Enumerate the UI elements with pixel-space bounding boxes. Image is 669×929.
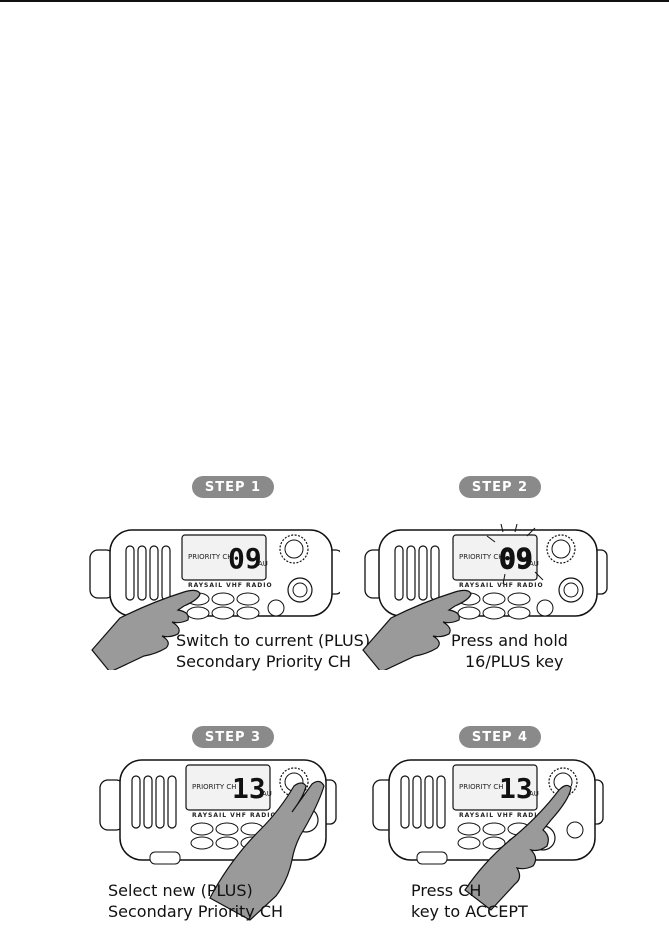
hand-pointer (362, 589, 472, 670)
step-badge: STEP 4 (459, 726, 541, 748)
lcd-suffix: AU (529, 560, 539, 568)
brand-label: RAYSAIL VHF RADIO (459, 582, 544, 589)
caption-line-2: key to ACCEPT (411, 902, 528, 921)
scan-key[interactable] (482, 836, 506, 850)
tri-watch-key[interactable] (482, 592, 506, 606)
lcd-label: PRIORITY CH (459, 553, 504, 561)
step-1-panel: STEP 1 PRIORITY CH 09 AU RAYSAIL VHF RAD… (80, 470, 370, 671)
caption-line-2: 16/PLUS key (465, 652, 564, 671)
caption-line-2: Secondary Priority CH (108, 902, 284, 921)
step-2-panel: STEP 2 PRIORITY CH 09 AU RAYSAIL VHF RAD… (355, 470, 615, 672)
call-key[interactable] (236, 606, 260, 620)
step-caption: Press CH key to ACCEPT (411, 880, 528, 922)
lcd-label: PRIORITY CH (188, 553, 233, 561)
brand-label: RAYSAIL VHF RADIO (192, 812, 277, 819)
header-rule (0, 0, 669, 2)
brand-label: RAYSAIL VHF RADIO (459, 812, 544, 819)
call-key[interactable] (507, 606, 531, 620)
clear-key[interactable] (190, 836, 214, 850)
dw-key[interactable] (507, 592, 531, 606)
hand-pointer (91, 589, 201, 670)
lcd-channel: 13 (232, 772, 266, 805)
tri-watch-key[interactable] (482, 822, 506, 836)
lcd-display (181, 534, 267, 581)
caption-line-2: Secondary Priority CH (176, 652, 352, 671)
lcd-suffix: AU (529, 790, 539, 798)
lcd-channel: 09 (499, 542, 533, 575)
lcd-channel: 13 (499, 772, 533, 805)
step-caption: Press and hold 16/PLUS key (451, 630, 568, 672)
plus-key[interactable] (190, 822, 214, 836)
flash-rays (486, 523, 544, 585)
lcd-suffix: AU (258, 560, 268, 568)
radio-illustration: PRIORITY CH 13 AU RAYSAIL VHF RADIO (372, 759, 604, 911)
radio-illustration: PRIORITY CH 13 AU RAYSAIL VHF RADIO (99, 759, 337, 921)
dw-key[interactable] (236, 592, 260, 606)
keypad (457, 592, 531, 620)
step-badge: STEP 3 (192, 726, 274, 748)
scan-key[interactable] (211, 606, 235, 620)
scan-key[interactable] (482, 606, 506, 620)
distress-key[interactable] (149, 851, 181, 865)
step-3-panel: STEP 3 PRIORITY CH 13 AU RAYSAIL VHF RAD… (80, 720, 340, 922)
lcd-display (185, 764, 271, 811)
plus-key[interactable] (457, 822, 481, 836)
hand-pointer (209, 780, 325, 921)
radio-illustration: PRIORITY CH 09 AU RAYSAIL VHF RADIO (89, 529, 340, 670)
speaker-grille (400, 775, 446, 829)
caption-line-1: Press and hold (451, 631, 568, 650)
radio-illustration: PRIORITY CH 09 AU RAYSAIL VHF RADIO (362, 523, 608, 670)
lcd-display (452, 764, 538, 811)
lcd-suffix: AU (262, 790, 272, 798)
clear-key[interactable] (186, 606, 210, 620)
caption-line-1: Press CH (411, 881, 482, 900)
lcd-label: PRIORITY CH (459, 783, 504, 791)
lcd-label: PRIORITY CH (192, 783, 237, 791)
clear-key[interactable] (457, 606, 481, 620)
speaker-grille (131, 775, 177, 829)
lcd-channel: 09 (228, 542, 262, 575)
step-badge: STEP 2 (459, 476, 541, 498)
scan-key[interactable] (215, 836, 239, 850)
caption-line-1: Select new (PLUS) (108, 881, 253, 900)
hand-pointer (464, 784, 572, 911)
squelch-knob[interactable] (566, 821, 584, 839)
brand-label: RAYSAIL VHF RADIO (188, 582, 273, 589)
squelch-knob[interactable] (267, 599, 285, 617)
step-4-panel: STEP 4 PRIORITY CH 13 AU RAYSAIL VHF RAD… (355, 720, 615, 922)
step-caption: Select new (PLUS) Secondary Priority CH (108, 880, 283, 922)
speaker-grille (125, 545, 171, 601)
step-badge: STEP 1 (192, 476, 274, 498)
tri-watch-key[interactable] (211, 592, 235, 606)
caption-line-1: Switch to current (PLUS) (176, 631, 371, 650)
lcd-display (452, 534, 538, 581)
step-caption: Switch to current (PLUS) Secondary Prior… (176, 630, 370, 672)
clear-key[interactable] (457, 836, 481, 850)
distress-key[interactable] (416, 851, 448, 865)
tri-watch-key[interactable] (215, 822, 239, 836)
squelch-knob[interactable] (536, 599, 554, 617)
